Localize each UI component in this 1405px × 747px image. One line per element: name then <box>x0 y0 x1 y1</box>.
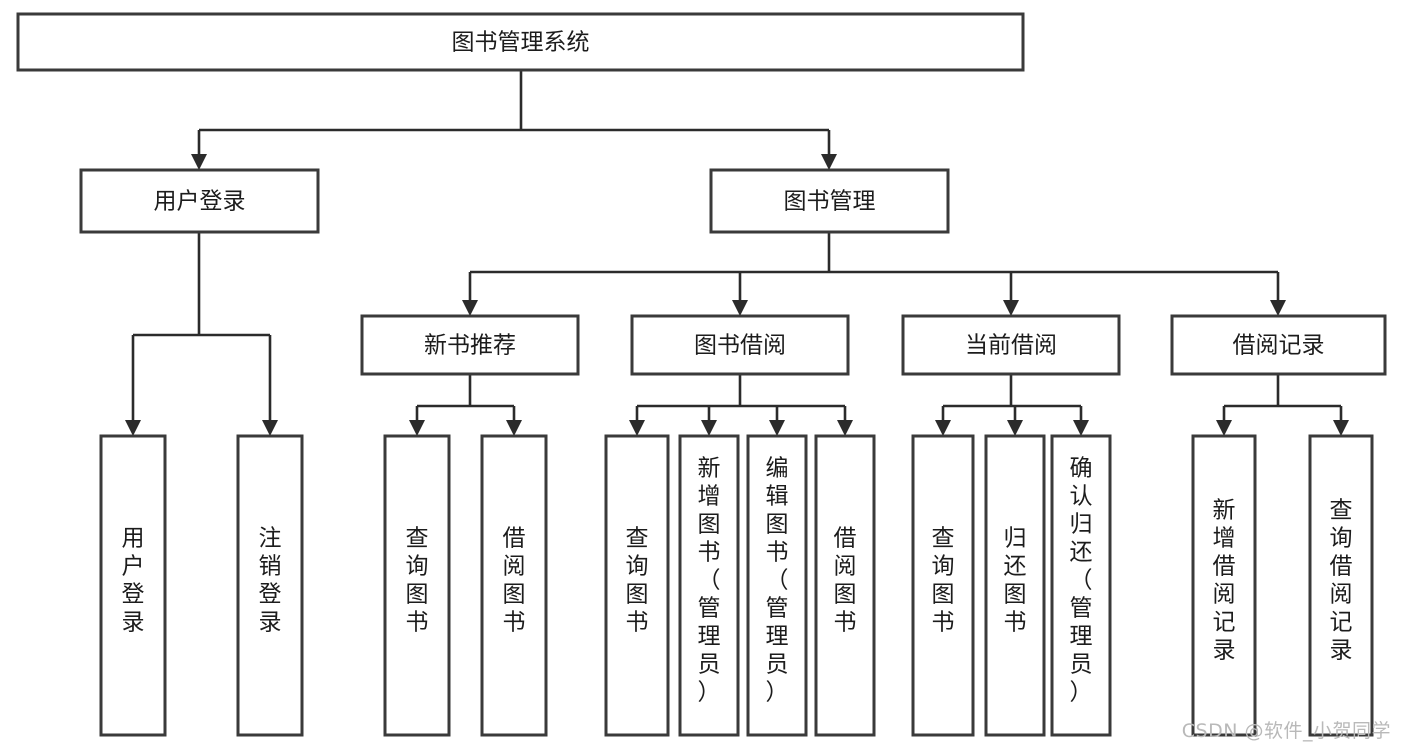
nodes-layer: 图书管理系统用户登录图书管理新书推荐图书借阅当前借阅借阅记录用户登录注销登录查询… <box>16 12 1387 737</box>
node-box-leaf-user-login <box>99 434 167 737</box>
node-box-leaf-confirm-return <box>1050 434 1112 737</box>
node-box-leaf-edit-book <box>746 434 808 737</box>
node-label-root: 图书管理系统 <box>452 30 590 56</box>
csdn-watermark: CSDN @软件_小贺同学 <box>1181 720 1391 742</box>
node-book-manage[interactable]: 图书管理 <box>709 168 950 234</box>
node-box-leaf-add-book <box>678 434 740 737</box>
node-leaf-confirm-return[interactable]: 确认归还（管理员） <box>1050 434 1112 737</box>
node-user-login[interactable]: 用户登录 <box>79 168 320 234</box>
node-box-leaf-query-book-1 <box>383 434 451 737</box>
branch-userlogin-to-leaves <box>131 232 272 420</box>
connector-arrowhead <box>837 420 853 436</box>
connector-arrowhead <box>125 420 141 436</box>
node-label-book-manage: 图书管理 <box>784 189 876 215</box>
node-label-leaf-add-borrow-record: 新增借阅记录 <box>1213 498 1236 664</box>
node-label-new-book-recommend: 新书推荐 <box>424 333 516 359</box>
node-label-leaf-return-book: 归还图书 <box>1004 526 1027 636</box>
node-leaf-return-book[interactable]: 归还图书 <box>984 434 1046 737</box>
node-leaf-query-book-1[interactable]: 查询图书 <box>383 434 451 737</box>
node-label-leaf-borrow-book-1: 借阅图书 <box>503 526 526 636</box>
node-label-leaf-query-borrow-record: 查询借阅记录 <box>1330 498 1353 664</box>
node-leaf-add-book[interactable]: 新增图书（管理员） <box>678 434 740 737</box>
node-box-new-book-recommend <box>360 314 580 376</box>
connector-arrowhead <box>506 420 522 436</box>
node-leaf-add-borrow-record[interactable]: 新增借阅记录 <box>1191 434 1257 737</box>
connector-arrowhead <box>1003 300 1019 316</box>
node-label-leaf-query-book-2: 查询图书 <box>626 526 649 636</box>
node-label-leaf-query-book-1: 查询图书 <box>406 526 429 636</box>
node-label-leaf-user-login: 用户登录 <box>122 526 145 636</box>
connector-arrowhead <box>1073 420 1089 436</box>
node-leaf-query-borrow-record[interactable]: 查询借阅记录 <box>1308 434 1374 737</box>
node-borrow-record[interactable]: 借阅记录 <box>1170 314 1387 376</box>
connector-arrowhead <box>1270 300 1286 316</box>
node-box-leaf-query-book-2 <box>604 434 670 737</box>
connector-arrowhead <box>462 300 478 316</box>
node-label-user-login: 用户登录 <box>154 189 246 215</box>
connector-arrowhead <box>732 300 748 316</box>
connector-arrowhead <box>409 420 425 436</box>
node-box-leaf-borrow-book-1 <box>480 434 548 737</box>
node-root[interactable]: 图书管理系统 <box>16 12 1025 72</box>
node-box-leaf-query-borrow-record <box>1308 434 1374 737</box>
branch-current-to-leaves <box>941 374 1083 420</box>
connectors-layer <box>125 70 1349 436</box>
node-box-leaf-borrow-book-2 <box>814 434 876 737</box>
node-box-leaf-return-book <box>984 434 1046 737</box>
branch-recommend-to-leaves <box>415 374 516 420</box>
node-label-leaf-add-book: 新增图书（管理员） <box>698 456 721 706</box>
node-label-leaf-edit-book: 编辑图书（管理员） <box>766 456 789 706</box>
branch-borrow-to-leaves <box>635 374 847 420</box>
node-box-book-borrow <box>630 314 850 376</box>
node-current-borrow[interactable]: 当前借阅 <box>901 314 1121 376</box>
node-box-root <box>16 12 1025 72</box>
connector-arrowhead <box>701 420 717 436</box>
node-box-leaf-query-book-3 <box>911 434 975 737</box>
node-book-borrow[interactable]: 图书借阅 <box>630 314 850 376</box>
node-leaf-query-book-3[interactable]: 查询图书 <box>911 434 975 737</box>
connector-arrowhead <box>191 154 207 170</box>
node-label-leaf-confirm-return: 确认归还（管理员） <box>1070 456 1093 706</box>
node-new-book-recommend[interactable]: 新书推荐 <box>360 314 580 376</box>
branch-root-to-level2 <box>197 70 831 154</box>
connector-arrowhead <box>1216 420 1232 436</box>
node-leaf-borrow-book-2[interactable]: 借阅图书 <box>814 434 876 737</box>
connector-arrowhead <box>629 420 645 436</box>
node-label-borrow-record: 借阅记录 <box>1233 333 1325 359</box>
node-label-book-borrow: 图书借阅 <box>694 333 786 359</box>
connector-arrowhead <box>262 420 278 436</box>
node-label-leaf-logout: 注销登录 <box>259 526 282 636</box>
node-box-leaf-logout <box>236 434 304 737</box>
node-label-leaf-borrow-book-2: 借阅图书 <box>834 526 857 636</box>
connector-arrowhead <box>1007 420 1023 436</box>
connector-arrowhead <box>1333 420 1349 436</box>
node-box-leaf-add-borrow-record <box>1191 434 1257 737</box>
branch-bookmanage-to-level3 <box>468 232 1280 300</box>
node-label-leaf-query-book-3: 查询图书 <box>932 526 955 636</box>
node-leaf-borrow-book-1[interactable]: 借阅图书 <box>480 434 548 737</box>
node-leaf-logout[interactable]: 注销登录 <box>236 434 304 737</box>
node-leaf-query-book-2[interactable]: 查询图书 <box>604 434 670 737</box>
connector-arrowhead <box>935 420 951 436</box>
node-label-current-borrow: 当前借阅 <box>965 333 1057 359</box>
branch-record-to-leaves <box>1222 374 1343 420</box>
node-leaf-user-login[interactable]: 用户登录 <box>99 434 167 737</box>
node-leaf-edit-book[interactable]: 编辑图书（管理员） <box>746 434 808 737</box>
node-box-book-manage <box>709 168 950 234</box>
node-box-user-login <box>79 168 320 234</box>
connector-arrowhead <box>769 420 785 436</box>
node-box-current-borrow <box>901 314 1121 376</box>
node-box-borrow-record <box>1170 314 1387 376</box>
connector-arrowhead <box>821 154 837 170</box>
